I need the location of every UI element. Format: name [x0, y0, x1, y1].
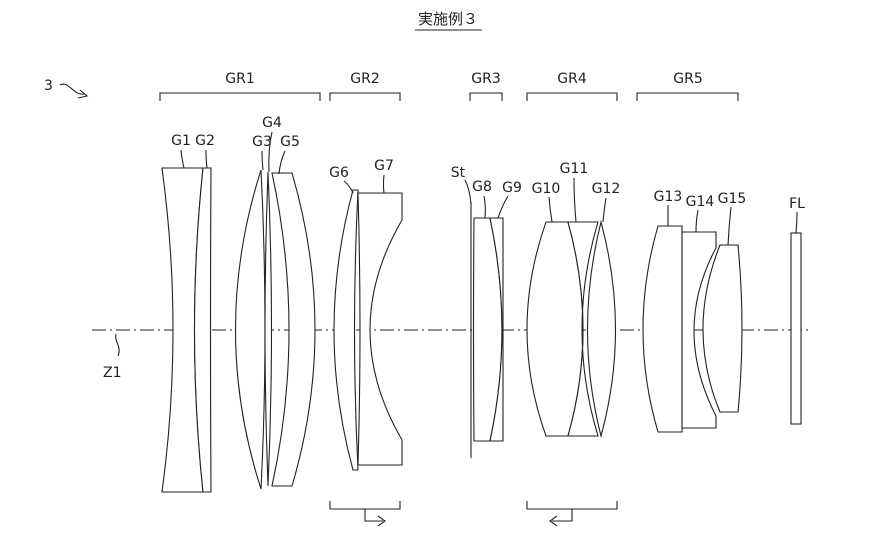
leader-g6 — [343, 180, 354, 194]
label-g11: G11 — [560, 161, 589, 177]
movement-arrow-gr4 — [552, 509, 573, 522]
label-g14: G14 — [686, 194, 715, 210]
axis-label-leader — [115, 333, 120, 357]
lens-g10 — [526, 221, 584, 437]
leader-g15 — [727, 206, 732, 246]
movement-arrowhead-gr4 — [549, 515, 558, 527]
bracket-gr4 — [526, 92, 618, 101]
label-g15: G15 — [718, 191, 747, 207]
lens-g6 — [333, 189, 359, 471]
lens-g2 — [193, 167, 212, 493]
lens-g9 — [489, 217, 504, 442]
bracket-gr5 — [636, 92, 739, 101]
leader-g3 — [261, 150, 264, 171]
leader-st — [464, 179, 472, 205]
lens-g14 — [681, 231, 717, 429]
group-label-gr1: GR1 — [225, 71, 254, 87]
filter-fl — [790, 232, 802, 425]
group-label-gr2: GR2 — [350, 71, 379, 87]
label-g7: G7 — [374, 158, 394, 174]
figure-label: 3 — [44, 78, 53, 94]
label-g12: G12 — [592, 181, 621, 197]
label-g9: G9 — [502, 180, 522, 196]
label-g1: G1 — [171, 133, 191, 149]
axis-label: Z1 — [103, 365, 122, 381]
lens-g13 — [642, 225, 683, 433]
label-g5: G5 — [280, 134, 300, 150]
leader-fl — [795, 211, 798, 234]
lens-g4 — [264, 171, 273, 487]
leader-g9 — [497, 195, 509, 219]
lens-g5 — [271, 172, 316, 487]
label-g3: G3 — [252, 134, 272, 150]
group-label-gr4: GR4 — [557, 71, 587, 87]
movement-arrowhead-gr2 — [377, 515, 386, 527]
movement-bracket-gr4 — [526, 501, 618, 510]
label-g10: G10 — [532, 181, 561, 197]
bracket-gr3 — [469, 92, 503, 101]
label-g13: G13 — [654, 189, 683, 205]
label-g8: G8 — [472, 179, 492, 195]
figure-label-arrowhead — [77, 89, 89, 99]
figure-label-leader — [59, 83, 85, 95]
label-st: St — [451, 165, 466, 181]
leader-g1 — [180, 149, 185, 169]
leader-g12 — [602, 197, 607, 223]
movement-arrow-gr2 — [364, 509, 383, 522]
label-g4: G4 — [262, 115, 282, 131]
leader-g11 — [573, 177, 577, 223]
lens-g3 — [235, 169, 266, 490]
group-label-gr5: GR5 — [673, 71, 702, 87]
lens-g7 — [357, 192, 403, 466]
movement-bracket-gr2 — [329, 501, 401, 510]
label-fl: FL — [789, 196, 805, 212]
bracket-gr1 — [159, 92, 321, 101]
lens-g12 — [587, 219, 616, 439]
label-g6: G6 — [329, 165, 349, 181]
leader-g5 — [278, 150, 286, 175]
leader-g8 — [483, 195, 486, 219]
figure-title: 実施例３ — [418, 10, 478, 28]
leader-g2 — [205, 149, 208, 169]
label-g2: G2 — [195, 133, 215, 149]
bracket-gr2 — [329, 92, 401, 101]
leader-g4 — [268, 131, 273, 173]
leader-g14 — [695, 209, 699, 233]
group-label-gr3: GR3 — [471, 71, 500, 87]
leader-g7 — [382, 174, 385, 194]
lens-g11 — [567, 221, 599, 437]
lens-g15 — [702, 244, 743, 413]
leader-g10 — [548, 196, 553, 223]
